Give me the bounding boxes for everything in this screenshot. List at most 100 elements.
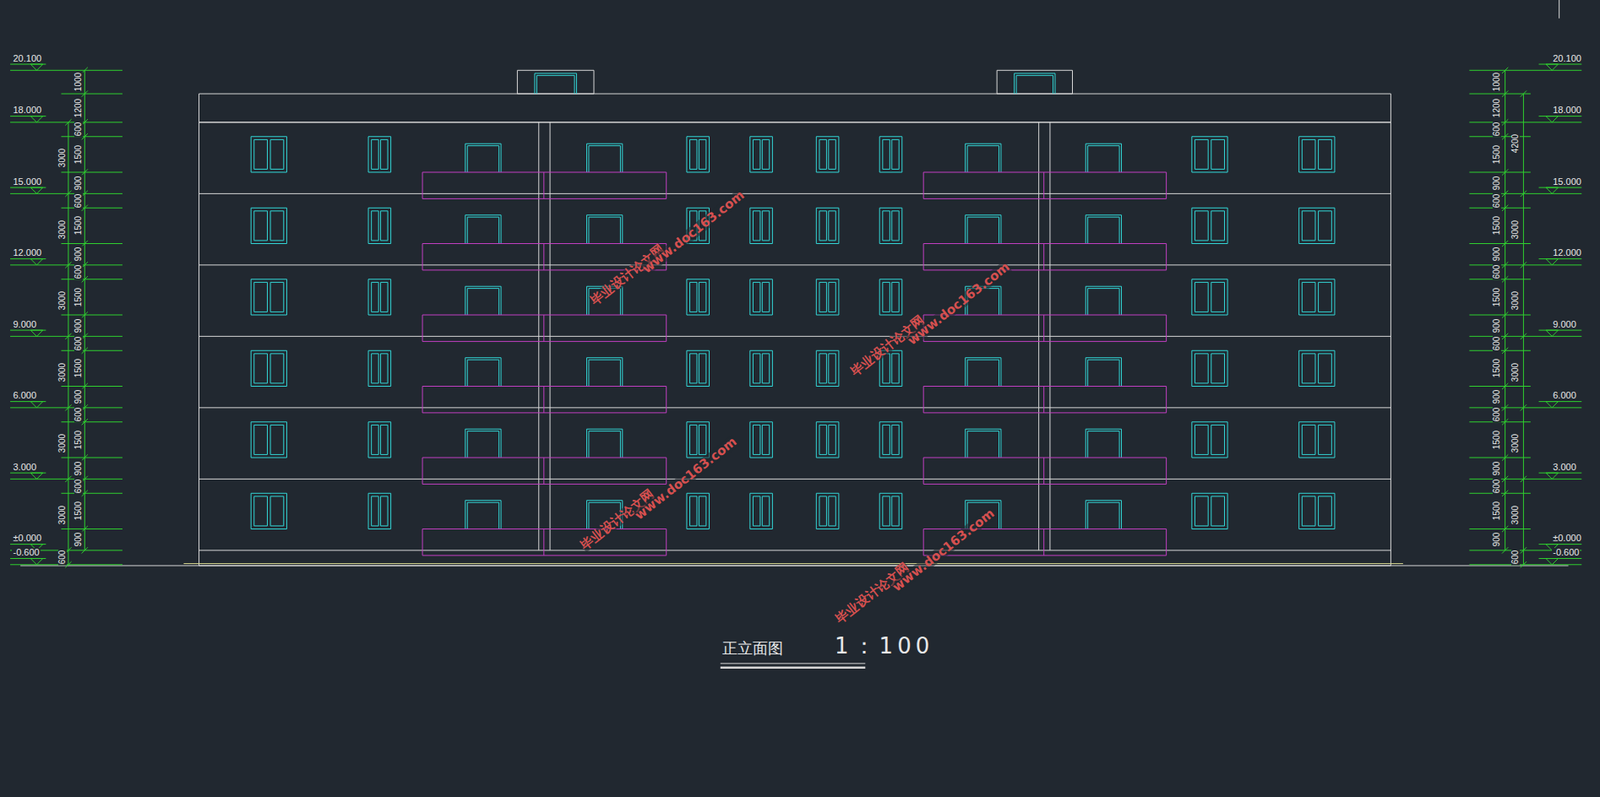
balcony bbox=[1043, 244, 1045, 271]
window bbox=[1211, 353, 1225, 384]
dimension-text: 600 bbox=[1492, 121, 1502, 138]
window bbox=[368, 493, 392, 529]
dimension-tick bbox=[1502, 168, 1508, 175]
window bbox=[882, 282, 890, 312]
dimension-tick bbox=[1502, 67, 1508, 74]
door bbox=[1085, 143, 1122, 173]
door bbox=[534, 73, 577, 94]
window bbox=[882, 424, 890, 455]
level-line bbox=[1469, 478, 1582, 480]
dimension-tick bbox=[1520, 261, 1527, 268]
dimension-text: 1500 bbox=[74, 287, 83, 308]
elevation-label: 20.100 bbox=[1551, 54, 1583, 64]
window bbox=[1301, 282, 1316, 312]
window bbox=[270, 211, 284, 241]
dimension-tick bbox=[1502, 404, 1508, 411]
balcony bbox=[923, 457, 1166, 485]
dimension-tick bbox=[81, 547, 88, 554]
dimension-extension bbox=[1469, 386, 1530, 387]
door bbox=[1085, 500, 1122, 530]
window bbox=[1318, 282, 1333, 312]
dimension-text: 900 bbox=[74, 460, 83, 477]
elevation-label: 20.100 bbox=[11, 54, 43, 64]
floor-line bbox=[199, 478, 1392, 480]
dimension-text: 1500 bbox=[74, 429, 83, 451]
dimension-text: 1500 bbox=[74, 500, 83, 522]
window bbox=[1299, 207, 1335, 244]
window bbox=[752, 496, 760, 527]
window bbox=[380, 211, 388, 241]
window bbox=[1318, 139, 1333, 169]
dimension-tick bbox=[1502, 490, 1508, 497]
dimension-tick bbox=[1520, 561, 1527, 568]
door bbox=[587, 429, 623, 458]
window bbox=[1299, 422, 1335, 458]
window bbox=[828, 211, 836, 241]
dimension-tick bbox=[1502, 276, 1508, 283]
door bbox=[1088, 217, 1120, 244]
window bbox=[819, 282, 827, 312]
door bbox=[467, 502, 499, 529]
window bbox=[1301, 353, 1316, 384]
window bbox=[879, 279, 903, 316]
dimension-tick bbox=[1520, 476, 1527, 483]
dimension-text: 900 bbox=[74, 174, 83, 191]
dimension-line bbox=[67, 122, 69, 566]
door bbox=[465, 215, 501, 245]
ground-line bbox=[20, 565, 1568, 566]
window bbox=[882, 139, 890, 169]
door bbox=[587, 358, 623, 387]
window bbox=[1191, 493, 1228, 529]
level-line bbox=[10, 193, 123, 195]
window bbox=[1301, 424, 1316, 455]
door bbox=[967, 217, 999, 244]
window bbox=[1299, 136, 1335, 173]
dimension-tick bbox=[65, 333, 71, 340]
window bbox=[750, 422, 773, 458]
balcony bbox=[543, 315, 545, 342]
dimension-text: 600 bbox=[58, 549, 67, 566]
door bbox=[465, 286, 501, 316]
door bbox=[1088, 288, 1120, 316]
window bbox=[816, 422, 839, 458]
door bbox=[965, 215, 1002, 245]
title-underline bbox=[720, 663, 866, 664]
elevation-label: ±0.000 bbox=[1551, 533, 1583, 544]
window bbox=[368, 279, 392, 316]
frame-line bbox=[1558, 0, 1560, 19]
window bbox=[1191, 136, 1228, 173]
elevation-label: 15.000 bbox=[11, 177, 43, 187]
balcony bbox=[923, 386, 1166, 414]
window bbox=[690, 282, 697, 312]
dimension-text: 600 bbox=[74, 478, 83, 495]
dimension-tick bbox=[1502, 261, 1508, 268]
level-line bbox=[1469, 564, 1582, 566]
dimension-extension bbox=[1469, 243, 1530, 245]
window bbox=[254, 139, 268, 169]
window bbox=[371, 353, 379, 384]
window bbox=[879, 493, 903, 529]
window bbox=[698, 282, 706, 312]
dimension-text: 3000 bbox=[58, 147, 67, 169]
dimension-text: 600 bbox=[74, 121, 83, 138]
dimension-extension bbox=[60, 207, 122, 209]
window bbox=[380, 353, 388, 384]
wall-line bbox=[538, 122, 539, 551]
window bbox=[270, 424, 284, 455]
window bbox=[254, 424, 268, 455]
window bbox=[828, 282, 836, 312]
window bbox=[816, 350, 839, 387]
door bbox=[588, 146, 621, 173]
window bbox=[371, 496, 379, 527]
window bbox=[368, 207, 392, 244]
dimension-tick bbox=[1502, 333, 1508, 340]
balcony bbox=[543, 386, 545, 414]
window bbox=[250, 207, 287, 244]
door bbox=[467, 146, 499, 173]
level-line bbox=[1469, 264, 1582, 266]
window bbox=[254, 211, 268, 241]
window bbox=[892, 353, 899, 384]
dimension-text: 600 bbox=[74, 407, 83, 424]
door bbox=[1014, 73, 1056, 94]
